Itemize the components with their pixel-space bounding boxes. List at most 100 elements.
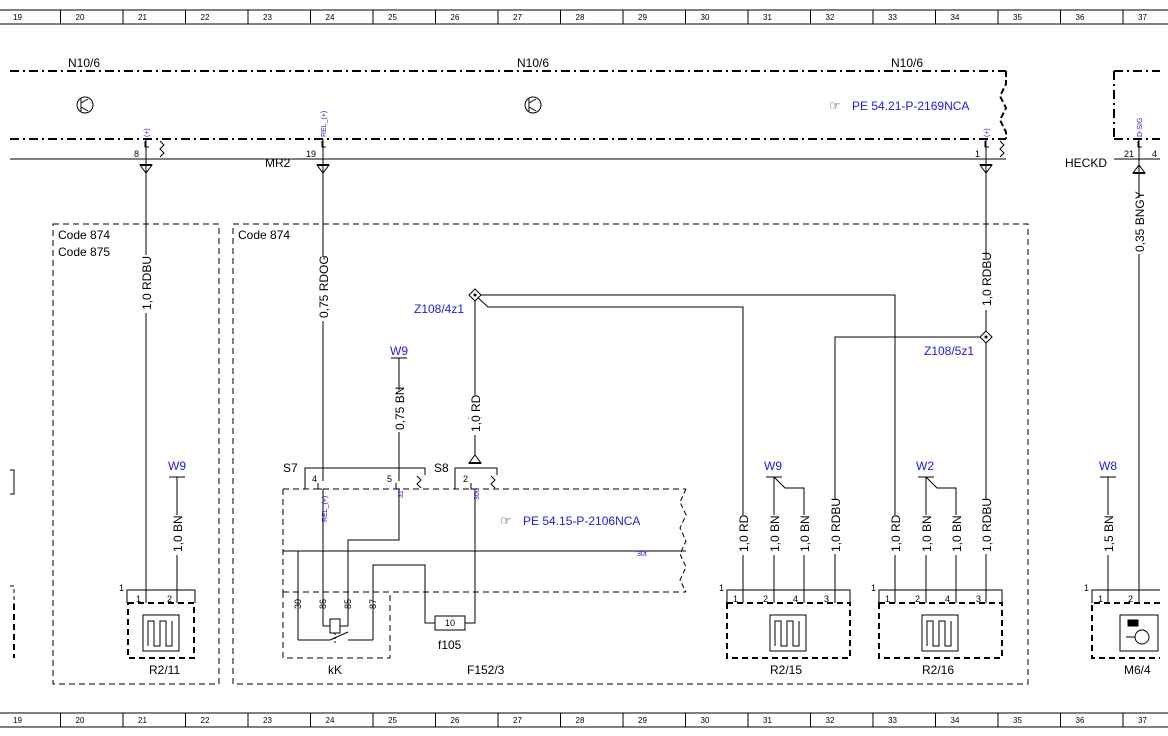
ruler-number: 24 xyxy=(326,13,335,22)
ground-w9-r2-15[interactable]: W9 xyxy=(764,459,782,473)
ruler-number: 21 xyxy=(138,716,147,725)
wire-label-rdbu-left: 1,0 RDBU xyxy=(140,256,154,310)
pin-1-r2-11-a: 1 xyxy=(136,594,141,604)
component-label-r2-16: R2/16 xyxy=(922,663,954,677)
pin-21: 21 xyxy=(1124,149,1134,159)
pin-1-r2-11: 1 xyxy=(119,583,124,593)
pin-2-r2-16: 2 xyxy=(915,594,920,604)
pin-3-r2-16: 3 xyxy=(976,594,981,604)
module-right-partial xyxy=(1113,70,1160,140)
pin-1-r2-15-a: 1 xyxy=(733,594,738,604)
signal-dsig: D-SIG xyxy=(1137,118,1144,137)
wire-label-rdbu-r2-16: 1,0 RDBU xyxy=(980,498,994,552)
ruler-number: 36 xyxy=(1076,716,1085,725)
wire-label-bn-r2-16-b: 1,0 BN xyxy=(950,515,964,552)
pin-2-s8: 2 xyxy=(463,474,468,484)
ruler-number: 34 xyxy=(951,13,960,22)
ruler-number: 20 xyxy=(76,716,85,725)
transistor-icon xyxy=(524,96,542,114)
ruler-number: 30 xyxy=(701,13,710,22)
pin-4-s7: 4 xyxy=(312,474,317,484)
pin-1-r2-16: 1 xyxy=(871,583,876,593)
wire-label-rdbu-r2-15: 1,0 RDBU xyxy=(829,498,843,552)
ruler-number: 25 xyxy=(388,716,397,725)
wire-label-bn-r2-15-b: 1,0 BN xyxy=(798,515,812,552)
pin-1-m6-4: 1 xyxy=(1084,583,1089,593)
left-edge-fragments xyxy=(10,469,15,658)
ruler-number: 28 xyxy=(576,13,585,22)
reference-link-main[interactable]: PE 54.21-P-2169NCA xyxy=(852,99,969,113)
ground-markers xyxy=(169,357,1116,478)
wire-label-rd-center: 1,0 RD xyxy=(469,394,483,432)
ruler-number: 30 xyxy=(701,716,710,725)
ruler-number: 20 xyxy=(76,13,85,22)
ruler-number: 31 xyxy=(763,716,772,725)
ruler-number: 22 xyxy=(201,13,210,22)
code-box-874 xyxy=(232,223,1029,685)
wire-label-bngy: 0,35 BNGY xyxy=(1133,191,1147,252)
ground-w9-r2-11[interactable]: W9 xyxy=(168,459,186,473)
component-label-f152-3: F152/3 xyxy=(467,663,505,677)
reference-link-f152[interactable]: PE 54.15-P-2106NCA xyxy=(523,514,640,528)
ruler-number: 33 xyxy=(888,13,897,22)
wire-label-bg-2 xyxy=(737,500,1114,555)
pin-85: 85 xyxy=(343,599,353,609)
code-label-874-left: Code 874 xyxy=(58,228,110,242)
ruler-number: 19 xyxy=(13,716,22,725)
signal-30t-vertical: 30t xyxy=(474,490,481,500)
heater-element-r2-16 xyxy=(878,602,1003,659)
wire-label-rd-r2-15: 1,0 RD xyxy=(737,514,751,552)
ruler-number: 23 xyxy=(263,716,272,725)
module-label-n10-6-center: N10/6 xyxy=(517,56,549,70)
ruler-number: 23 xyxy=(263,13,272,22)
ruler-number: 37 xyxy=(1138,13,1147,22)
pin-4-r2-16: 4 xyxy=(945,594,950,604)
wire-label-rdog: 0,75 RDOG xyxy=(317,255,331,318)
wire-label-bn-r2-11: 1,0 BN xyxy=(171,515,185,552)
connector-label-z108-4z1[interactable]: Z108/4z1 xyxy=(414,302,464,316)
module-label-n10-6-right: N10/6 xyxy=(891,56,923,70)
ruler-number: 26 xyxy=(451,13,460,22)
pin-30: 30 xyxy=(293,599,303,609)
ruler-number: 32 xyxy=(826,13,835,22)
ground-w8[interactable]: W8 xyxy=(1099,459,1117,473)
ruler-number: 35 xyxy=(1013,716,1022,725)
module-label-heckd: HECKD xyxy=(1065,156,1107,170)
socket-label-s8: S8 xyxy=(434,461,449,475)
ruler-number: 32 xyxy=(826,716,835,725)
pin-86: 86 xyxy=(318,599,328,609)
pin-4-r2-15: 4 xyxy=(793,594,798,604)
module-f152-3 xyxy=(282,488,687,659)
ruler-number: 27 xyxy=(513,716,522,725)
ruler-number: 21 xyxy=(138,13,147,22)
pin-87: 87 xyxy=(368,599,378,609)
pin-2-r2-11: 2 xyxy=(167,594,172,604)
ruler-number: 29 xyxy=(638,716,647,725)
wire-label-bn-15-w8: 1,5 BN xyxy=(1102,515,1116,552)
code-label-875: Code 875 xyxy=(58,245,110,259)
component-pin-headers xyxy=(126,589,1160,603)
pin-5-s7: 5 xyxy=(387,474,392,484)
component-label-r2-11: R2/11 xyxy=(149,663,180,677)
connector-label-z108-5z1[interactable]: Z108/5z1 xyxy=(924,344,974,358)
ground-w2[interactable]: W2 xyxy=(916,459,934,473)
pin-19: 19 xyxy=(306,149,316,159)
signal-rel-plus-top: REL_(+) xyxy=(321,111,328,137)
heater-element-r2-15 xyxy=(726,602,851,659)
pin-2-m6-4: 2 xyxy=(1128,594,1133,604)
ruler-number: 35 xyxy=(1013,13,1022,22)
module-label-mr2: MR2 xyxy=(265,156,291,170)
ruler-number: 19 xyxy=(13,13,22,22)
ruler-number: 29 xyxy=(638,13,647,22)
ruler-number: 36 xyxy=(1076,13,1085,22)
pin-2-r2-15: 2 xyxy=(763,594,768,604)
ruler-number: 27 xyxy=(513,13,522,22)
ruler-number: 24 xyxy=(326,716,335,725)
ruler-number: 31 xyxy=(763,13,772,22)
wire-label-bn-r2-15-a: 1,0 BN xyxy=(768,515,782,552)
connector-triangles xyxy=(139,164,1146,464)
code-box-874-875 xyxy=(52,223,220,685)
pin-3-r2-15: 3 xyxy=(824,594,829,604)
ground-w9-s7[interactable]: W9 xyxy=(390,344,408,358)
